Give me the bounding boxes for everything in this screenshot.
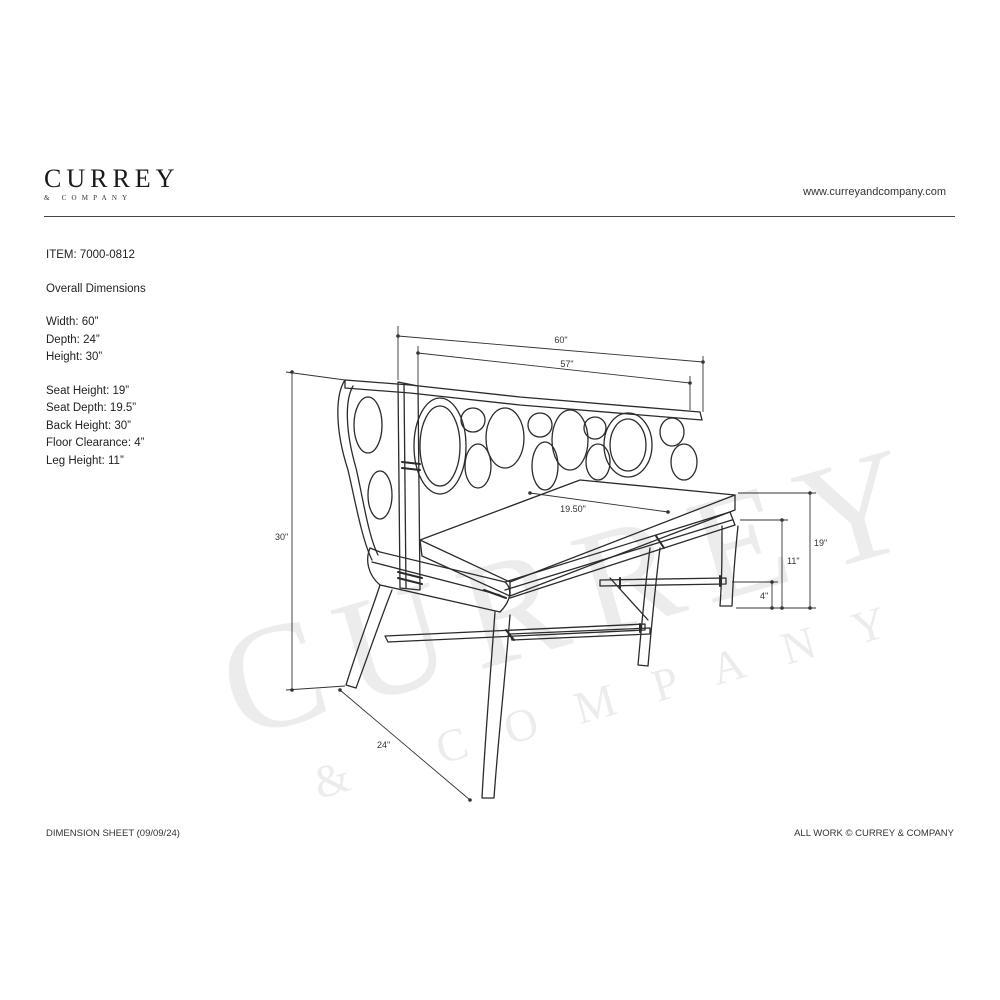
watermark: CURREY & COMPANY [203, 410, 949, 809]
spec-depth: Depth: 24” [46, 333, 100, 346]
spec-seat-height: Seat Height: 19” [46, 384, 130, 397]
footer-sheet-date: DIMENSION SHEET (09/09/24) [46, 828, 180, 839]
spec-list: ITEM: 7000-0812 Overall Dimensions Width… [46, 247, 146, 470]
dim-height-label: 30" [275, 532, 288, 542]
spec-seat-depth: Seat Depth: 19.5” [46, 402, 137, 414]
seat-cushion [419, 479, 736, 597]
header-divider [44, 216, 955, 217]
dim-clearance-label: 4" [760, 591, 768, 601]
brand-logo: CURREY & COMPANY [44, 164, 204, 203]
left-arm [337, 379, 421, 591]
section-title: Overall Dimensions [46, 282, 146, 295]
dim-inner-width-label: 57" [560, 359, 573, 369]
dim-seat-depth-label: 19.50" [560, 504, 586, 514]
spec-leg-height: Leg Height: 11” [46, 454, 124, 467]
brand-name: CURREY [44, 164, 180, 193]
brand-subname: & COMPANY [44, 194, 133, 202]
dim-width-label: 60" [554, 335, 567, 345]
legs [345, 525, 739, 799]
website-url: www.curreyandcompany.com [803, 186, 946, 198]
spec-height: Height: 30” [46, 351, 103, 363]
dim-depth-label: 24" [377, 740, 390, 750]
dim-seat-height-label: 19" [814, 538, 827, 548]
footer-copyright: ALL WORK © CURREY & COMPANY [794, 828, 954, 839]
dimension-ticks [290, 334, 812, 802]
item-number: ITEM: 7000-0812 [46, 249, 135, 261]
back-top-rail [344, 379, 703, 421]
rattan-wraps [397, 461, 721, 641]
dim-leg-height-label: 11" [787, 556, 800, 566]
spec-back-height: Back Height: 30” [46, 419, 132, 432]
spec-width: Width: 60” [46, 316, 99, 328]
spec-floor-clearance: Floor Clearance: 4” [46, 437, 145, 449]
back-rings [413, 397, 698, 495]
dimension-lines [285, 326, 816, 801]
